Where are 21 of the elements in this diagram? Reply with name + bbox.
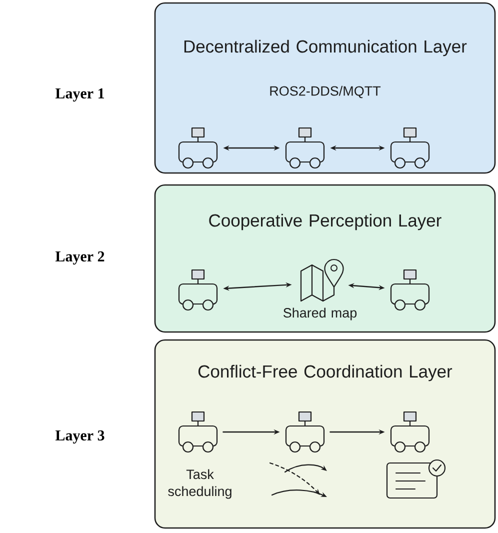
panel-title: Conflict-Free Coordination Layer	[198, 364, 452, 382]
icon-caption: Task scheduling	[168, 469, 232, 499]
robot-icon	[285, 127, 325, 169]
robot-icon	[390, 269, 430, 311]
layer-label: Layer 1	[55, 88, 104, 102]
robot-icon	[390, 127, 430, 169]
icon-caption: Shared map	[283, 308, 357, 320]
map-icon	[300, 258, 344, 302]
panel-title: Decentralized Communication Layer	[184, 40, 467, 56]
robot-icon	[178, 127, 218, 169]
layer-panel	[154, 2, 496, 174]
robot-icon	[285, 411, 325, 453]
layer-panel	[154, 339, 496, 529]
layer-label: Layer 3	[55, 430, 104, 444]
robot-icon	[178, 269, 218, 311]
panel-title: Cooperative Perception Layer	[209, 214, 442, 230]
robot-icon	[390, 411, 430, 453]
robot-icon	[178, 411, 218, 453]
layer-label: Layer 2	[55, 251, 104, 265]
protocol-label: ROS2-DDS/MQTT	[270, 86, 381, 98]
layer-panel	[154, 184, 496, 333]
